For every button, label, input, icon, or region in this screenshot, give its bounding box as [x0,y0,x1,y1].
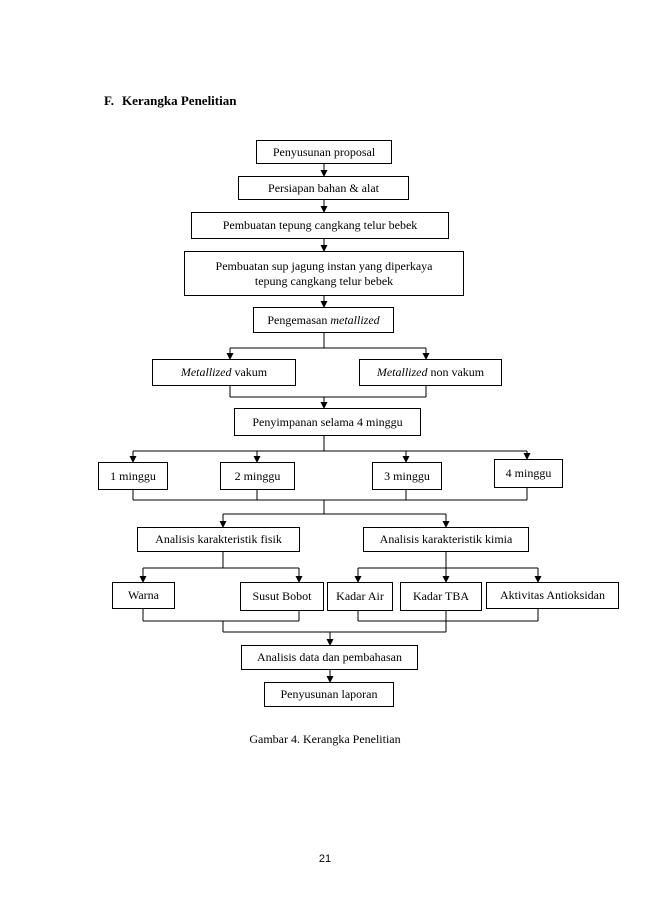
section-title: Kerangka Penelitian [122,93,237,108]
node-minggu-2-label: 2 minggu [234,468,281,483]
node-penyimpanan: Penyimpanan selama 4 minggu [234,408,421,436]
node-metallized-non-vakum: Metallized non vakum [359,359,502,386]
figure-caption: Gambar 4. Kerangka Penelitian [249,732,401,746]
node-penyusunan-laporan-label: Penyusunan laporan [280,687,378,701]
node-pengemasan-label-prefix: Pengemasan [267,312,331,327]
node-kadar-tba: Kadar TBA [400,582,482,611]
node-nonvakum-label-suffix: non vakum [427,365,485,379]
node-proposal-label: Penyusunan proposal [272,144,376,159]
node-vakum-label-em: Metallized [180,365,232,379]
node-nonvakum-label-em: Metallized [376,365,428,379]
node-minggu-4: 4 minggu [494,459,563,488]
node-minggu-4-label: 4 minggu [505,466,552,480]
node-kadar-tba-label: Kadar TBA [412,589,470,603]
node-minggu-1: 1 minggu [98,462,168,490]
node-sup: Pembuatan sup jagung instan yang diperka… [184,251,464,296]
section-number: F. [104,93,114,108]
node-penyusunan-laporan: Penyusunan laporan [264,682,394,707]
node-minggu-2: 2 minggu [220,462,295,490]
node-analisis-kimia: Analisis karakteristik kimia [363,527,529,552]
node-persiapan-label: Persiapan bahan & alat [268,180,379,195]
node-kadar-air-label: Kadar Air [336,589,384,603]
node-sup-label-line1: Pembuatan sup jagung instan yang diperka… [215,258,433,273]
node-analisis-data: Analisis data dan pembahasan [241,645,418,670]
node-metallized-vakum: Metallized vakum [152,359,296,386]
page-number: 21 [318,853,332,865]
node-minggu-3-label: 3 minggu [384,468,430,483]
node-warna: Warna [112,582,175,609]
section-heading: F. Kerangka Penelitian [104,93,236,109]
node-susut-bobot-label: Susut Bobot [252,589,312,603]
node-pengemasan-label-em: metallized [330,312,380,327]
node-sup-label-line2: tepung cangkang telur bebek [254,273,394,288]
node-minggu-1-label: 1 minggu [110,468,156,483]
node-tepung: Pembuatan tepung cangkang telur bebek [191,212,449,239]
node-analisis-fisik: Analisis karakteristik fisik [137,527,300,552]
node-susut-bobot: Susut Bobot [240,582,324,611]
node-analisis-fisik-label: Analisis karakteristik fisik [155,532,282,546]
node-persiapan: Persiapan bahan & alat [238,176,409,200]
node-penyimpanan-label: Penyimpanan selama 4 minggu [252,414,403,429]
node-aktivitas-antioksidan: Aktivitas Antioksidan [486,582,619,609]
node-analisis-kimia-label: Analisis karakteristik kimia [379,532,513,546]
node-pengemasan: Pengemasan metallized [253,307,394,333]
node-analisis-data-label: Analisis data dan pembahasan [257,650,402,664]
node-aktivitas-antioksidan-label: Aktivitas Antioksidan [500,588,605,602]
node-vakum-label-suffix: vakum [231,365,268,379]
node-kadar-air: Kadar Air [327,582,393,611]
node-tepung-label: Pembuatan tepung cangkang telur bebek [222,218,418,232]
node-minggu-3: 3 minggu [372,462,442,490]
node-proposal: Penyusunan proposal [256,140,392,164]
node-warna-label: Warna [127,588,159,602]
